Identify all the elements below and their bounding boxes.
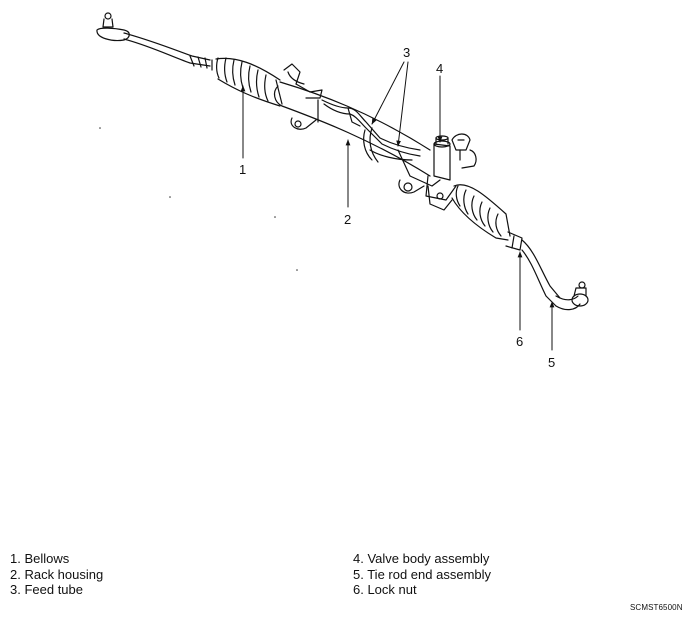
figure-code: SCMST6500N [630, 603, 683, 612]
right-bellows [451, 184, 511, 241]
callout-1: 1 [239, 162, 247, 177]
callout-leaders [240, 61, 555, 351]
callout-5: 5 [548, 355, 556, 370]
scan-specks [99, 127, 298, 271]
left-bellows [211, 57, 283, 107]
legend-item: 4. Valve body assembly [353, 551, 490, 566]
left-tie-rod-end [96, 12, 211, 69]
legend-item: 3. Feed tube [10, 582, 83, 597]
valve-body-assembly [425, 133, 477, 201]
legend-item: 5. Tie rod end assembly [353, 566, 492, 582]
legend-item: 1. Bellows [10, 551, 70, 566]
callout-4: 4 [436, 61, 444, 76]
legend-item: 2. Rack housing [10, 566, 104, 582]
right-tie-rod-assembly [505, 231, 589, 311]
legend-right: 4. Valve body assembly 5. Tie rod end as… [353, 551, 491, 598]
callout-2: 2 [344, 212, 352, 227]
legend-item: 6. Lock nut [353, 582, 417, 597]
rack-housing [273, 63, 453, 211]
callout-3: 3 [403, 45, 411, 60]
callout-6: 6 [516, 334, 524, 349]
legend-left: 1. Bellows 2. Rack housing 3. Feed tube [10, 551, 103, 598]
